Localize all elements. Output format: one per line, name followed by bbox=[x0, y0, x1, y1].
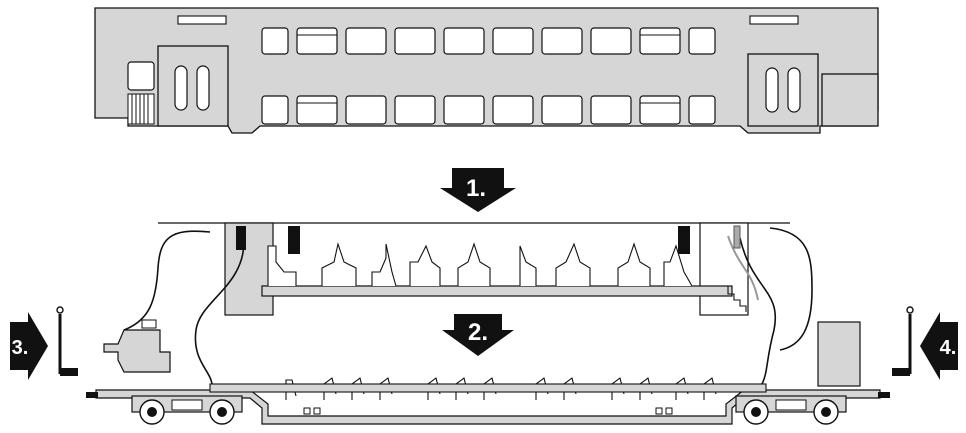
upper-window bbox=[394, 27, 436, 55]
step-3-label: 3. bbox=[12, 337, 29, 359]
step-3-indicator: 3. bbox=[10, 306, 78, 380]
step-4-indicator: 4. bbox=[892, 306, 958, 380]
upper-window bbox=[639, 27, 681, 55]
bulkhead-right bbox=[699, 222, 749, 316]
upper-deck-windows bbox=[261, 27, 716, 55]
vent-grille-left bbox=[127, 93, 155, 125]
upper-window bbox=[345, 27, 387, 55]
staircase bbox=[727, 286, 747, 312]
buffer-right bbox=[878, 392, 890, 398]
bogie-left bbox=[131, 395, 243, 425]
step-1-label: 1. bbox=[466, 175, 486, 202]
upper-window bbox=[688, 27, 716, 55]
coach-body bbox=[94, 7, 879, 134]
bogie-right bbox=[735, 395, 847, 425]
bulkhead-left bbox=[224, 222, 274, 316]
lower-floor bbox=[209, 383, 767, 393]
lower-window bbox=[688, 95, 716, 125]
connectors bbox=[236, 225, 741, 254]
connector-left bbox=[236, 226, 246, 250]
wiring-harness bbox=[123, 227, 813, 385]
end-cab-left bbox=[103, 329, 171, 373]
cable-right-outer bbox=[769, 227, 813, 351]
lower-window bbox=[492, 95, 534, 125]
cable-left-inner bbox=[194, 237, 245, 385]
lower-deck-windows bbox=[261, 95, 716, 125]
door-left bbox=[157, 45, 229, 127]
upper-floor-tray bbox=[261, 285, 733, 297]
chassis bbox=[86, 319, 890, 425]
door-left-window-1 bbox=[174, 65, 188, 111]
buffer-left bbox=[86, 392, 98, 398]
connector-center-left bbox=[288, 226, 300, 254]
door-right-window-1 bbox=[765, 67, 779, 113]
door-left-window-2 bbox=[196, 65, 210, 111]
lower-window bbox=[345, 95, 387, 125]
lower-window bbox=[261, 95, 289, 125]
interior-upper-deck bbox=[158, 222, 790, 316]
connector-center-right bbox=[678, 226, 690, 254]
lower-window bbox=[639, 95, 681, 125]
roof-vent-left bbox=[177, 15, 227, 25]
end-panel-right bbox=[821, 73, 879, 127]
step-1-arrow: 1. bbox=[440, 168, 516, 212]
upper-window bbox=[541, 27, 583, 55]
upper-seat-row bbox=[267, 241, 693, 287]
roof-vent-right bbox=[749, 15, 799, 25]
lower-window bbox=[443, 95, 485, 125]
tool-wrench-right bbox=[892, 306, 914, 376]
door-right-window-2 bbox=[787, 67, 801, 113]
cable-right-inner bbox=[739, 237, 777, 385]
lower-window bbox=[296, 95, 338, 125]
lower-window bbox=[541, 95, 583, 125]
lower-window bbox=[590, 95, 632, 125]
tool-wrench-left bbox=[56, 306, 78, 376]
upper-window bbox=[492, 27, 534, 55]
end-box-right bbox=[817, 321, 861, 387]
step-2-arrow: 2. bbox=[442, 314, 514, 356]
upper-window bbox=[590, 27, 632, 55]
door-right bbox=[747, 53, 819, 127]
upper-window bbox=[261, 27, 289, 55]
connector-right bbox=[733, 225, 741, 249]
upper-window bbox=[443, 27, 485, 55]
upper-window bbox=[296, 27, 338, 55]
cab-window-left bbox=[127, 61, 155, 91]
step-2-label: 2. bbox=[468, 319, 488, 346]
lower-window bbox=[394, 95, 436, 125]
cable-left-outer bbox=[123, 230, 211, 331]
step-4-label: 4. bbox=[940, 337, 957, 359]
